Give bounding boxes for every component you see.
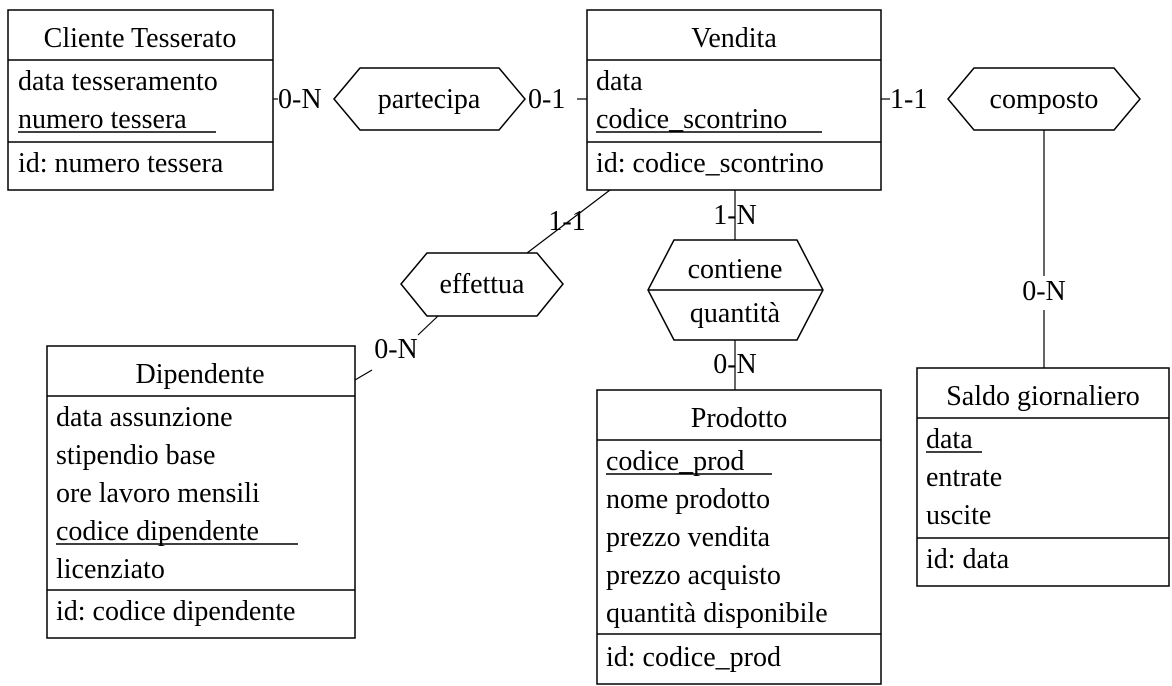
attr-numero-tessera: numero tessera [18,104,187,135]
attr-uscite: uscite [926,500,991,531]
relationship-name: partecipa [378,84,481,115]
relationship-contiene: contiene quantità [647,239,824,341]
card-cliente-partecipa: 0-N [278,84,322,115]
attr-stipendio-base: stipendio base [56,440,215,471]
relationship-effettua: effettua [400,252,564,317]
link-effettua-dipendente-lower [354,369,373,381]
entity-title: Saldo giornaliero [946,381,1140,412]
attr-codice-prod: codice_prod [606,446,744,477]
attr-codice-scontrino: codice_scontrino [596,104,787,135]
link-vendita-effettua [526,189,611,254]
entity-title: Dipendente [135,359,264,390]
card-vendita-effettua: 1-1 [548,206,585,237]
card-vendita-contiene: 1-N [713,200,757,231]
entity-identifier: id: numero tessera [18,148,224,179]
card-vendita-partecipa: 0-1 [528,84,565,115]
card-dipendente-effettua: 0-N [374,334,418,365]
attr-licenziato: licenziato [56,554,165,585]
attr-data-assunzione: data assunzione [56,402,233,433]
links [273,98,1045,390]
cardinalities: 0-N 0-1 1-1 0-N 1-1 0-N 1-N 0-N [278,84,1066,380]
entity-identifier: id: codice_scontrino [596,148,824,179]
attr-quantita-disponibile: quantità disponibile [606,598,828,629]
entity-identifier: id: codice_prod [606,642,781,673]
relationship-name: composto [990,84,1099,115]
attr-prezzo-acquisto: prezzo acquisto [606,560,781,591]
entity-title: Cliente Tesserato [44,23,237,54]
entity-title: Vendita [691,23,777,54]
relationship-attr-quantita: quantità [690,298,781,329]
attr-entrate: entrate [926,462,1002,493]
relationship-composto: composto [947,67,1141,131]
attr-prezzo-vendita: prezzo vendita [606,522,771,553]
card-vendita-composto: 1-1 [890,84,927,115]
card-prodotto-contiene: 0-N [713,349,757,380]
card-saldo-composto: 0-N [1022,276,1066,307]
entity-prodotto: Prodotto codice_prod nome prodotto prezz… [596,389,882,685]
entity-cliente-tesserato: Cliente Tesserato data tesseramento nume… [7,9,274,191]
relationship-name: contiene [688,254,783,285]
entity-identifier: id: data [926,544,1010,575]
entity-identifier: id: codice dipendente [56,596,295,627]
relationship-partecipa: partecipa [333,67,526,131]
entity-dipendente: Dipendente data assunzione stipendio bas… [46,345,356,639]
attr-codice-dipendente: codice dipendente [56,516,259,547]
attr-data: data [596,66,643,97]
attr-data-tesseramento: data tesseramento [18,66,218,97]
entity-vendita: Vendita data codice_scontrino id: codice… [586,9,882,191]
relationship-name: effettua [440,269,526,300]
attr-ore-lavoro-mensili: ore lavoro mensili [56,478,260,509]
entity-saldo-giornaliero: Saldo giornaliero data entrate uscite id… [916,367,1170,587]
attr-nome-prodotto: nome prodotto [606,484,770,515]
attr-data: data [926,424,973,455]
entity-title: Prodotto [691,403,787,434]
link-effettua-dipendente [417,315,439,336]
